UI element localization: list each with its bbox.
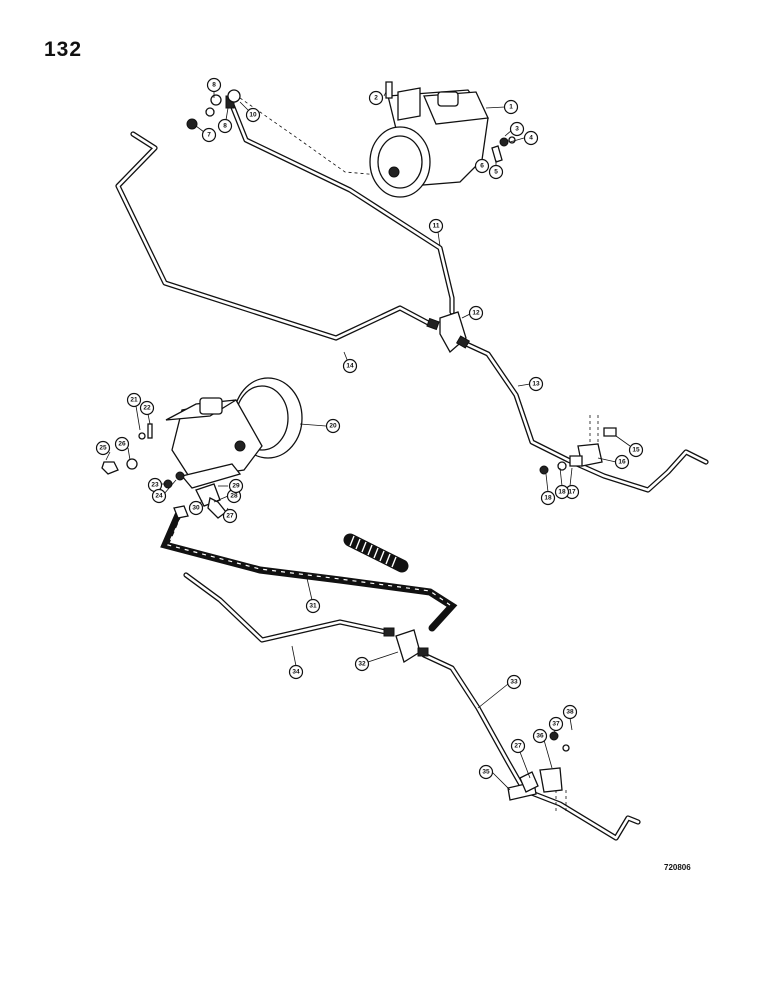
routing-dashed-line bbox=[239, 97, 381, 176]
callout-27-lower: 27 bbox=[510, 738, 526, 754]
svg-text:38: 38 bbox=[566, 709, 574, 716]
callout-8-lower: 8 bbox=[217, 118, 233, 134]
svg-text:28: 28 bbox=[230, 493, 238, 500]
svg-text:7: 7 bbox=[207, 132, 211, 139]
callout-5: 5 bbox=[488, 164, 504, 180]
svg-text:10: 10 bbox=[249, 112, 257, 119]
svg-text:8: 8 bbox=[212, 82, 216, 89]
svg-text:21: 21 bbox=[130, 397, 138, 404]
callout-21: 21 bbox=[126, 392, 142, 408]
svg-text:27: 27 bbox=[226, 513, 234, 520]
callout-12: 12 bbox=[468, 305, 484, 321]
spring-guard bbox=[343, 533, 409, 573]
svg-text:18: 18 bbox=[544, 495, 552, 502]
callout-29: 29 bbox=[228, 478, 244, 494]
callout-35: 35 bbox=[478, 764, 494, 780]
svg-text:20: 20 bbox=[329, 423, 337, 430]
callout-24: 24 bbox=[151, 488, 167, 504]
svg-text:6: 6 bbox=[480, 163, 484, 170]
callout-20: 20 bbox=[325, 418, 341, 434]
svg-text:14: 14 bbox=[346, 363, 354, 370]
svg-text:11: 11 bbox=[433, 223, 440, 230]
svg-text:24: 24 bbox=[155, 493, 163, 500]
svg-text:1: 1 bbox=[509, 104, 513, 111]
callout-18-right: 18 bbox=[554, 484, 570, 500]
callout-8-top: 8 bbox=[206, 77, 222, 93]
callout-15: 15 bbox=[628, 442, 644, 458]
brake-hose bbox=[160, 511, 458, 632]
callout-4: 4 bbox=[523, 130, 539, 146]
svg-text:17: 17 bbox=[568, 489, 576, 496]
svg-text:12: 12 bbox=[472, 310, 480, 317]
svg-text:26: 26 bbox=[118, 441, 126, 448]
callout-34: 34 bbox=[288, 664, 304, 680]
svg-text:23: 23 bbox=[151, 482, 159, 489]
svg-text:32: 32 bbox=[358, 661, 366, 668]
callout-30: 30 bbox=[188, 500, 204, 516]
callout-31: 31 bbox=[305, 598, 321, 614]
svg-text:34: 34 bbox=[292, 669, 300, 676]
lower-brake-booster bbox=[165, 377, 303, 489]
callout-7: 7 bbox=[201, 127, 217, 143]
callout-26: 26 bbox=[114, 436, 130, 452]
leader-lines bbox=[105, 88, 631, 791]
callout-1: 1 bbox=[503, 99, 519, 115]
callout-36: 36 bbox=[532, 728, 548, 744]
svg-text:3: 3 bbox=[515, 126, 519, 133]
svg-text:31: 31 bbox=[309, 603, 317, 610]
callout-38: 38 bbox=[562, 704, 578, 720]
svg-text:33: 33 bbox=[510, 679, 518, 686]
fittings bbox=[101, 81, 617, 801]
callout-14: 14 bbox=[342, 358, 358, 374]
svg-text:29: 29 bbox=[232, 483, 240, 490]
figure-code: 720806 bbox=[664, 863, 691, 872]
svg-text:27: 27 bbox=[514, 743, 522, 750]
tube-lines bbox=[115, 102, 709, 841]
svg-text:35: 35 bbox=[482, 769, 490, 776]
callout-18-left: 18 bbox=[540, 490, 556, 506]
svg-text:4: 4 bbox=[529, 135, 533, 142]
callout-33: 33 bbox=[506, 674, 522, 690]
svg-text:36: 36 bbox=[536, 733, 544, 740]
callout-27-upper: 27 bbox=[222, 508, 238, 524]
svg-text:22: 22 bbox=[143, 405, 151, 412]
callout-16: 16 bbox=[614, 454, 630, 470]
svg-text:8: 8 bbox=[223, 123, 227, 130]
callout-10: 10 bbox=[245, 107, 261, 123]
top-brake-booster bbox=[369, 87, 489, 198]
callout-13: 13 bbox=[528, 376, 544, 392]
callout-6: 6 bbox=[474, 158, 490, 174]
svg-text:30: 30 bbox=[192, 505, 200, 512]
svg-text:13: 13 bbox=[532, 381, 540, 388]
svg-text:16: 16 bbox=[618, 459, 626, 466]
page-number: 132 bbox=[44, 38, 83, 61]
callout-37: 37 bbox=[548, 716, 564, 732]
svg-text:18: 18 bbox=[558, 489, 566, 496]
bracket-guide-dashed-line-2 bbox=[555, 790, 567, 812]
callout-22: 22 bbox=[139, 400, 155, 416]
callout-3: 3 bbox=[509, 121, 525, 137]
callout-11: 11 bbox=[428, 218, 444, 234]
callout-32: 32 bbox=[354, 656, 370, 672]
svg-text:2: 2 bbox=[374, 95, 378, 102]
svg-text:37: 37 bbox=[552, 721, 560, 728]
svg-text:5: 5 bbox=[494, 169, 498, 176]
svg-text:25: 25 bbox=[99, 445, 107, 452]
callout-2: 2 bbox=[368, 90, 384, 106]
svg-text:15: 15 bbox=[632, 447, 640, 454]
callout-25: 25 bbox=[95, 440, 111, 456]
